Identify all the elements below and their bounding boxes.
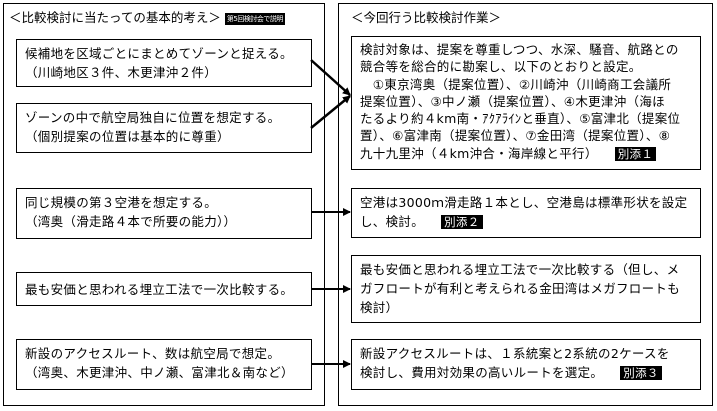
work-box-runway: 空港は3000ｍ滑走路１本とし、空港島は標準形状を設定 し、検討。 別添２ [351,188,701,238]
work-text-line: 検討） [360,300,399,315]
work-text-line: 検討し、費用対効果の高いルートを選定。 [360,365,604,380]
work-text-line: 検討対象は、提案を尊重しつつ、水深、騒音、航路との [360,42,679,57]
basic-policy-heading: ＜比較検討に当たっての基本的考え＞ 第5回検討会で説明 [9,10,285,27]
work-text-line: 最も安価と思われる埋立工法で一次比較する（但し、メ [360,262,680,277]
work-box-method: 最も安価と思われる埋立工法で一次比較する（但し、メ ガフロートが有利と考えられる… [351,255,701,323]
work-text-line: 置）、⑥富津南（提案位置）、⑦金田湾（提案位置）、⑧ [360,128,671,144]
work-text-line: 九十九里沖（４km沖合・海岸線と平行） [360,145,598,161]
meeting-note-badge: 第5回検討会で説明 [224,12,285,25]
attachment-2-badge: 別添２ [441,215,483,229]
work-text-line: 九十九里沖（４km沖合・海岸線と平行） 別添１ [360,145,694,163]
work-text-line: 提案位置）、③中ノ瀬（提案位置）、④木更津沖（海ほ [360,93,665,109]
policy-note: （個別提案の位置は基本的に尊重） [25,129,230,144]
policy-text: ゾーンの中で航空局独自に位置を想定する。 [25,110,281,125]
policy-text: 新設のアクセスルート、数は航空局で想定。 [25,346,281,361]
work-text-line: たるより約４km南・ｱｸｱﾗｲﾝと垂直）、⑤富津北（提案位 [360,111,681,127]
work-text-line: 競合等を総合的に勘案し、以下のとおりと設定。 [360,59,642,75]
work-box-candidates: 検討対象は、提案を尊重しつつ、水深、騒音、航路との 競合等を総合的に勘案し、以下… [351,36,701,170]
policy-box-method: 最も安価と思われる埋立工法で一次比較する。 [16,272,312,306]
work-text-line: 検討し、費用対効果の高いルートを選定。 別添３ [360,363,694,383]
policy-text: 最も安価と思われる埋立工法で一次比較する。 [25,282,294,297]
policy-note: （川崎地区３件、木更津沖２件） [25,65,218,80]
study-work-heading: ＜今回行う比較検討作業＞ [351,10,502,25]
attachment-1-badge: 別添１ [614,146,657,161]
policy-note: （湾奥（滑走路４本で所要の能力）） [25,214,237,229]
work-text-line: ①東京湾奥（提案位置）、②川崎沖（川崎商工会議所 [360,76,672,92]
basic-policy-heading-text: ＜比較検討に当たっての基本的考え＞ [9,10,221,25]
policy-box-scale: 同じ規模の第３空港を想定する。 （湾奥（滑走路４本で所要の能力）） [16,188,312,239]
policy-text: 候補地を区域ごとにまとめてゾーンと捉える。 [25,46,293,61]
work-text-line: 空港は3000ｍ滑走路１本とし、空港島は標準形状を設定 [360,195,688,210]
basic-policy-panel [3,3,325,406]
work-text-line: し、検討。 [360,214,425,229]
policy-box-location: ゾーンの中で航空局独自に位置を想定する。 （個別提案の位置は基本的に尊重） [16,103,312,153]
work-text-line: し、検討。 別添２ [360,212,694,232]
policy-text: 同じ規模の第３空港を想定する。 [25,195,218,210]
study-work-panel [338,3,713,406]
policy-box-zones: 候補地を区域ごとにまとめてゾーンと捉える。 （川崎地区３件、木更津沖２件） [16,39,312,87]
attachment-3-badge: 別添３ [620,366,662,380]
policy-note: （湾奥、木更津沖、中ノ瀬、富津北＆南など） [25,365,294,380]
work-text-line: 新設アクセスルートは、１系統案と2系統の2ケースを [360,346,670,361]
work-text-line: ガフロートが有利と考えられる金田湾はメガフロートも [360,281,681,296]
work-box-access: 新設アクセスルートは、１系統案と2系統の2ケースを 検討し、費用対効果の高いルー… [351,339,701,390]
policy-box-access: 新設のアクセスルート、数は航空局で想定。 （湾奥、木更津沖、中ノ瀬、富津北＆南な… [16,339,312,390]
